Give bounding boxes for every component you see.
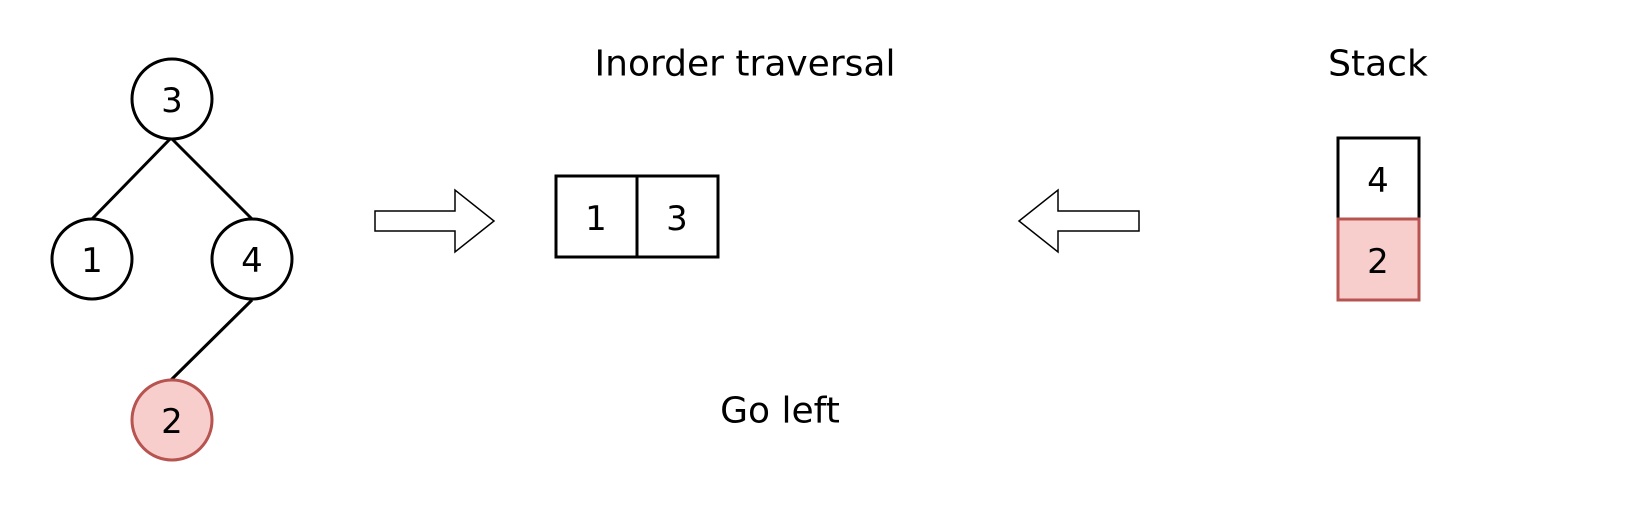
left-arrow-icon xyxy=(1017,188,1140,254)
tree-node-3: 3 xyxy=(130,57,214,141)
tree-node-4: 4 xyxy=(210,217,294,301)
inorder-cell xyxy=(554,174,639,259)
stack-item xyxy=(1336,217,1421,302)
inorder-cell xyxy=(635,174,720,259)
tree-node-1-circle xyxy=(50,217,134,301)
tree-edges xyxy=(90,136,254,382)
step-caption: Go left xyxy=(720,391,840,432)
inorder-title: Inorder traversal xyxy=(595,44,896,85)
tree-node-1-label: 1 xyxy=(81,241,103,281)
stack-title: Stack xyxy=(1328,44,1428,85)
tree-node-4-label: 4 xyxy=(241,241,263,281)
edge-4-2 xyxy=(169,298,254,382)
inorder-cell-label: 3 xyxy=(666,199,688,239)
stack-item-label: 4 xyxy=(1367,161,1389,201)
tree-node-1: 1 xyxy=(50,217,134,301)
tree-node-2-circle xyxy=(130,378,214,462)
stack: 4 2 xyxy=(1336,136,1421,302)
stack-item-label: 2 xyxy=(1367,242,1389,282)
tree-node-2: 2 xyxy=(130,378,214,462)
tree-node-4-circle xyxy=(210,217,294,301)
stack-item xyxy=(1336,136,1421,221)
tree-node-3-label: 3 xyxy=(161,81,183,121)
inorder-array: 1 3 xyxy=(554,174,720,259)
tree-node-3-circle xyxy=(130,57,214,141)
inorder-cell-label: 1 xyxy=(585,199,607,239)
edge-3-4 xyxy=(169,136,254,221)
edge-3-1 xyxy=(90,136,173,221)
right-arrow-icon xyxy=(374,188,496,254)
tree-node-2-label: 2 xyxy=(161,402,183,442)
